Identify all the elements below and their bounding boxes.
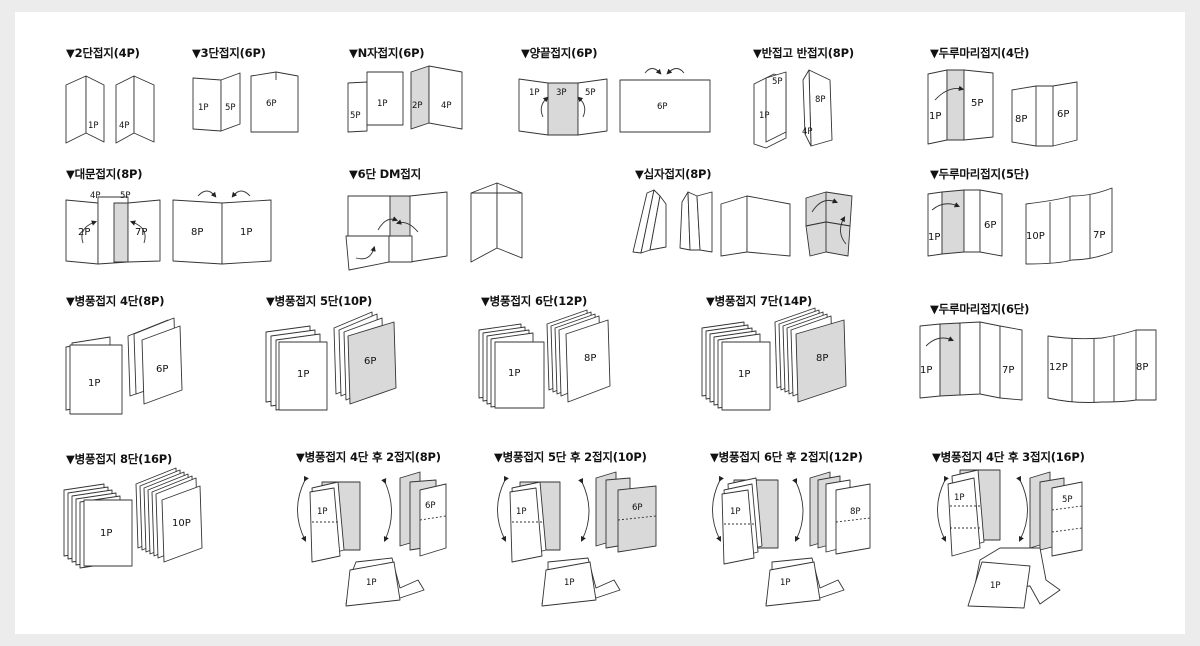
- label-3p: 3P: [556, 88, 567, 98]
- title-accordion-6: ▼병풍접지 6단(12P): [481, 294, 588, 308]
- title-n-fold: ▼N자접지(6P): [349, 46, 425, 60]
- title-accordion-6-then-2: ▼병풍접지 6단 후 2접지(12P): [710, 450, 863, 464]
- title-roll-fold-4: ▼두루마리접지(4단): [930, 46, 1030, 60]
- label-1p: 1P: [366, 578, 377, 588]
- label-5p: 5P: [772, 77, 783, 87]
- label-1p: 1P: [529, 88, 540, 98]
- label-4p: 4P: [441, 101, 452, 111]
- title-gate-fold: ▼대문접지(8P): [66, 167, 143, 181]
- label-1p: 1P: [920, 365, 932, 376]
- label-10p: 10P: [1026, 231, 1045, 242]
- fig-3-fold: 1P 5P 6P: [192, 71, 299, 133]
- title-cross-fold: ▼십자접지(8P): [635, 167, 712, 181]
- label-4p: 4P: [802, 127, 813, 137]
- title-half-half-fold: ▼반접고 반접지(8P): [753, 46, 854, 60]
- label-6p: 6P: [984, 220, 996, 231]
- fig-half-half-fold: 5P 1P 8P 4P: [753, 69, 833, 149]
- label-6p: 6P: [266, 99, 277, 109]
- fig-roll-fold-5: 1P 6P 10P 7P: [927, 187, 1113, 265]
- title-accordion-4-then-3: ▼병풍접지 4단 후 3접지(16P): [932, 450, 1085, 464]
- title-roll-fold-6: ▼두루마리접지(6단): [930, 302, 1030, 316]
- label-2p: 2P: [412, 101, 423, 111]
- label-6p: 6P: [632, 503, 643, 513]
- title-accordion-7: ▼병풍접지 7단(14P): [706, 294, 813, 308]
- title-accordion-4: ▼병풍접지 4단(8P): [66, 294, 165, 308]
- fig-accordion-6: 1P 8P: [478, 309, 611, 409]
- label-1p: 1P: [240, 227, 252, 238]
- label-1p: 1P: [88, 121, 99, 131]
- label-8p: 8P: [191, 227, 203, 238]
- fig-n-fold: 5P 1P 2P 4P: [347, 65, 463, 133]
- label-1p: 1P: [516, 507, 527, 517]
- label-6p: 6P: [425, 501, 436, 511]
- label-5p: 5P: [225, 103, 236, 113]
- fig-cross-fold: [632, 189, 853, 257]
- label-1p: 1P: [377, 99, 388, 109]
- label-5p: 5P: [971, 98, 983, 109]
- label-7p: 7P: [135, 227, 147, 238]
- label-1p: 1P: [297, 369, 309, 380]
- title-gate-edge-fold: ▼양끝접지(6P): [521, 46, 598, 60]
- label-1p: 1P: [730, 507, 741, 517]
- title-6-dm-fold: ▼6단 DM접지: [349, 167, 421, 181]
- label-1p: 1P: [100, 528, 112, 539]
- title-3-fold: ▼3단접지(6P): [192, 46, 266, 60]
- label-5p: 5P: [350, 111, 361, 121]
- label-4p: 4P: [90, 191, 101, 201]
- fig-accordion-4-then-3: 1P 5P 1P: [937, 469, 1083, 609]
- label-8p: 8P: [816, 353, 828, 364]
- title-accordion-8: ▼병풍접지 8단(16P): [66, 452, 173, 466]
- fig-accordion-6-then-2: 1P 8P 1P: [712, 471, 871, 607]
- title-accordion-5-then-2: ▼병풍접지 5단 후 2접지(10P): [494, 450, 647, 464]
- fig-accordion-5: 1P 6P: [265, 311, 397, 411]
- label-1p: 1P: [780, 578, 791, 588]
- label-1p: 1P: [738, 369, 750, 380]
- label-8p: 8P: [584, 353, 596, 364]
- label-5p: 5P: [120, 191, 131, 201]
- label-1p: 1P: [928, 232, 940, 243]
- label-6p: 6P: [657, 102, 668, 112]
- fig-accordion-8: 1P 10P: [63, 467, 203, 569]
- fig-roll-fold-4: 1P 5P 8P 6P: [927, 69, 1078, 147]
- label-8p: 8P: [850, 507, 861, 517]
- title-accordion-5: ▼병풍접지 5단(10P): [266, 294, 373, 308]
- label-1p: 1P: [317, 507, 328, 517]
- label-10p: 10P: [172, 518, 191, 529]
- label-1p: 1P: [990, 581, 1001, 591]
- label-8p: 8P: [1015, 114, 1027, 125]
- label-1p: 1P: [759, 111, 770, 121]
- label-7p: 7P: [1002, 365, 1014, 376]
- fig-accordion-7: 1P 8P: [701, 307, 847, 411]
- label-2p: 2P: [78, 227, 90, 238]
- label-1p: 1P: [88, 378, 100, 389]
- label-6p: 6P: [1057, 109, 1069, 120]
- label-8p: 8P: [1136, 362, 1148, 373]
- fig-accordion-5-then-2: 1P 6P 1P: [497, 471, 657, 607]
- fig-accordion-4: 1P 6P: [65, 317, 183, 415]
- label-1p: 1P: [954, 493, 965, 503]
- label-5p: 5P: [585, 88, 596, 98]
- label-7p: 7P: [1093, 230, 1105, 241]
- fig-gate-edge-fold: 1P 3P 5P 6P: [518, 68, 711, 136]
- title-accordion-4-then-2: ▼병풍접지 4단 후 2접지(8P): [296, 450, 441, 464]
- title-2-fold: ▼2단접지(4P): [66, 46, 140, 60]
- fig-6-dm-fold: [345, 182, 523, 271]
- fig-roll-fold-6: 1P 7P 12P 8P: [919, 321, 1157, 403]
- fig-gate-fold: 4P 5P 2P 7P 8P 1P: [65, 190, 272, 265]
- label-1p: 1P: [564, 578, 575, 588]
- fig-2-fold: 1P 4P: [65, 75, 155, 144]
- label-4p: 4P: [119, 121, 130, 131]
- label-6p: 6P: [364, 356, 376, 367]
- label-1p: 1P: [198, 103, 209, 113]
- fig-accordion-4-then-2: 1P 6P 1P: [297, 471, 447, 607]
- label-6p: 6P: [156, 364, 168, 375]
- label-5p: 5P: [1062, 495, 1073, 505]
- label-12p: 12P: [1049, 362, 1068, 373]
- label-8p: 8P: [815, 95, 826, 105]
- title-roll-fold-5: ▼두루마리접지(5단): [930, 167, 1030, 181]
- label-1p: 1P: [508, 368, 520, 379]
- label-1p: 1P: [929, 111, 941, 122]
